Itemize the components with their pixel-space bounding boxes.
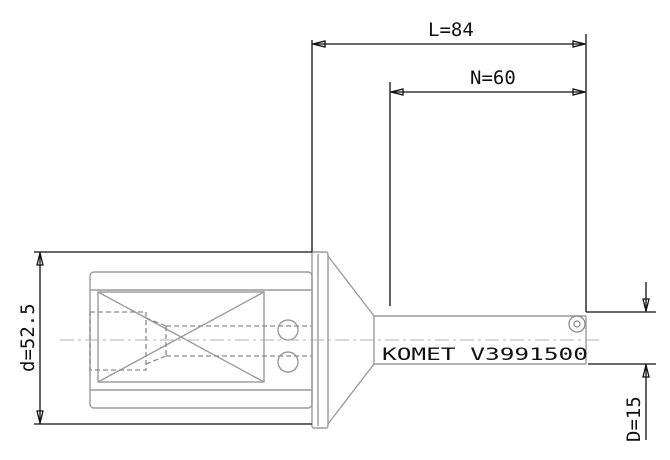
insert-screw (573, 320, 581, 328)
coolant-holes (277, 319, 299, 373)
dim-D-label: D=15 (623, 396, 645, 442)
insert (568, 315, 586, 333)
dim-L-arrow-left (312, 40, 326, 48)
dim-N: N=60 (389, 67, 586, 306)
dim-L-label: L=84 (428, 19, 474, 41)
dim-L-arrow-right (572, 40, 586, 48)
dim-d-arrow-top (36, 252, 44, 266)
shank (89, 271, 313, 409)
cone-bottom (327, 363, 375, 425)
cone-top (327, 255, 375, 317)
dim-D: D=15 (586, 282, 656, 442)
coolant-hole-1 (277, 319, 299, 341)
dim-N-arrow-right (572, 88, 586, 96)
cone (327, 255, 375, 425)
flat-cross-2 (97, 291, 265, 383)
hidden-bore (89, 311, 312, 371)
dim-D-arrow-top (642, 298, 650, 312)
dim-d-label: d=52.5 (17, 303, 39, 372)
dim-D-arrow-bottom (642, 364, 650, 378)
insert-ring (568, 315, 586, 333)
hidden-pocket (89, 311, 147, 371)
dim-L: L=84 (311, 19, 587, 312)
dim-N-arrow-left (390, 88, 404, 96)
engraving-text: KOMET V3991500 (382, 345, 588, 365)
dim-d: d=52.5 (17, 251, 312, 425)
dim-N-label: N=60 (470, 67, 516, 89)
dim-d-arrow-bottom (36, 410, 44, 424)
flat-pocket (97, 291, 265, 383)
coolant-hole-2 (277, 351, 299, 373)
